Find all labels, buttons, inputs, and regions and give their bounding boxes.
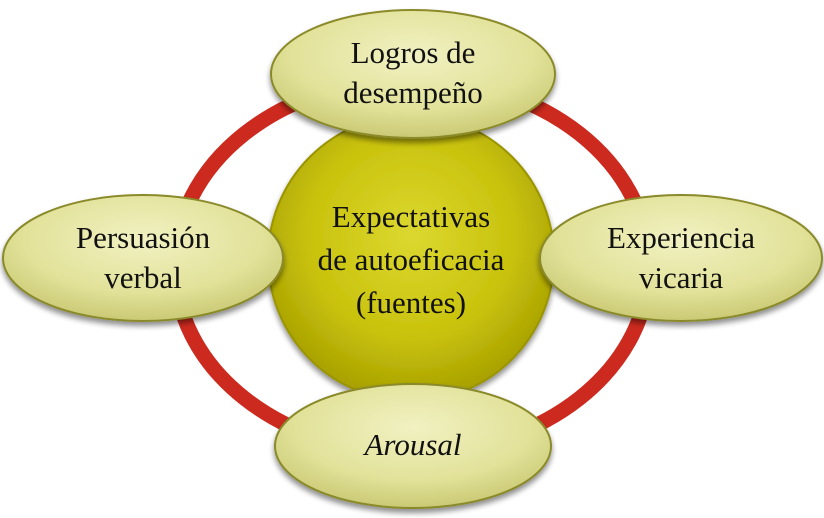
- left-label-line1: Persuasión: [76, 220, 211, 255]
- left-ellipse: [2, 194, 284, 322]
- right-label-line1: Experiencia: [607, 220, 755, 255]
- top-ellipse: [270, 9, 556, 139]
- bottom-ellipse: [274, 383, 552, 509]
- center-node: Expectativas de autoeficacia (fuentes): [267, 114, 555, 402]
- bottom-label-line1: Arousal: [362, 427, 461, 462]
- left-label-line2: verbal: [104, 260, 181, 295]
- top-label-line1: Logros de: [351, 35, 476, 70]
- top-node: Logros de desempeño: [270, 9, 556, 139]
- bottom-node: Arousal: [274, 383, 552, 509]
- left-node: Persuasión verbal: [2, 194, 284, 322]
- top-label-line2: desempeño: [343, 75, 482, 110]
- right-label-line2: vicaria: [639, 260, 724, 295]
- right-node: Experiencia vicaria: [539, 194, 823, 322]
- center-label-line3: (fuentes): [356, 285, 466, 320]
- center-label-line1: Expectativas: [332, 199, 490, 234]
- center-label-line2: de autoeficacia: [318, 242, 505, 277]
- right-ellipse: [539, 194, 823, 322]
